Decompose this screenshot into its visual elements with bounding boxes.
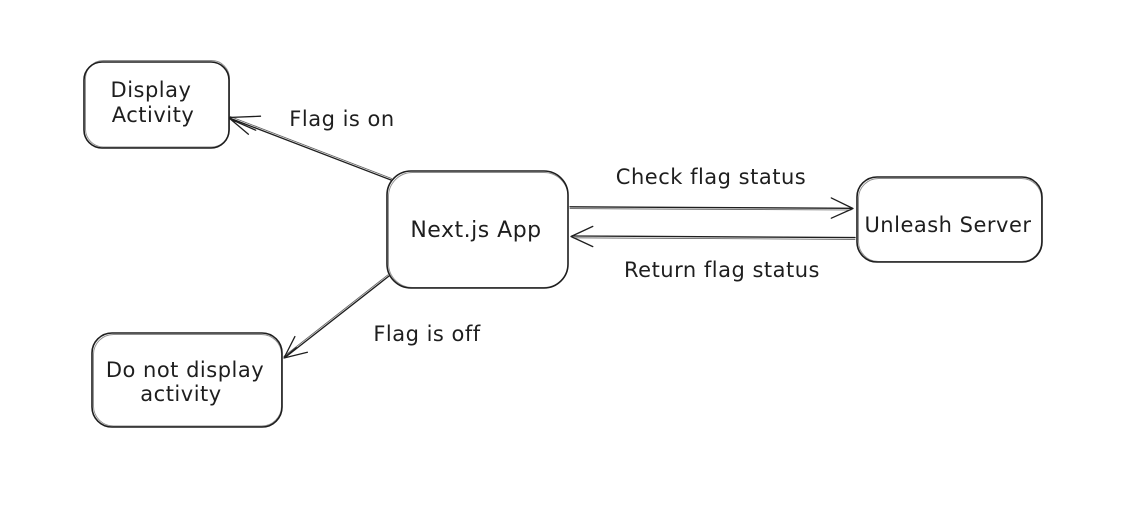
edge-flag-is-off: Flag is off (283, 274, 480, 359)
unleash-server-box-sketch (858, 178, 1042, 262)
flag-is-off-arrowhead-icon (283, 335, 309, 359)
unleash-server-box (856, 176, 1043, 263)
check-flag-status-line (569, 206, 853, 209)
flag-is-on-label: Flag is on (289, 107, 394, 131)
display-activity-box-sketch (85, 60, 230, 148)
display-activity-label-line1: Display (111, 78, 192, 102)
edge-return-flag-status: Return flag status (570, 225, 856, 282)
display-activity-label-line2: Activity (112, 103, 195, 127)
do-not-display-activity-label-line2: activity (140, 382, 221, 406)
flag-is-on-line (228, 117, 392, 181)
edge-flag-is-on: Flag is on (227, 107, 394, 181)
return-flag-status-line (571, 235, 856, 239)
check-flag-status-label: Check flag status (616, 165, 806, 189)
node-unleash-server: Unleash Server (856, 176, 1043, 263)
do-not-display-activity-label-line1: Do not display (106, 358, 264, 382)
node-do-not-display-activity: Do not display activity (91, 332, 283, 428)
return-flag-status-label: Return flag status (624, 258, 820, 282)
flag-is-on-line-sketch (229, 116, 393, 179)
edge-check-flag-status: Check flag status (569, 165, 854, 219)
do-not-display-activity-box-sketch (93, 334, 282, 427)
nextjs-app-box-sketch (388, 172, 569, 288)
return-flag-status-line-sketch (572, 237, 856, 240)
check-flag-status-line-sketch (569, 208, 852, 211)
nextjs-app-label: Next.js App (410, 218, 541, 243)
do-not-display-activity-box (91, 332, 283, 428)
flag-is-off-label: Flag is off (373, 322, 480, 346)
return-flag-status-arrowhead-icon (570, 225, 594, 248)
check-flag-status-arrowhead-icon (830, 197, 854, 219)
unleash-server-label: Unleash Server (864, 213, 1031, 237)
flag-is-off-line (284, 275, 390, 359)
display-activity-box (83, 61, 230, 149)
node-display-activity: Display Activity (83, 60, 230, 149)
node-nextjs-app: Next.js App (386, 170, 569, 289)
flag-is-off-line-sketch (283, 274, 389, 357)
